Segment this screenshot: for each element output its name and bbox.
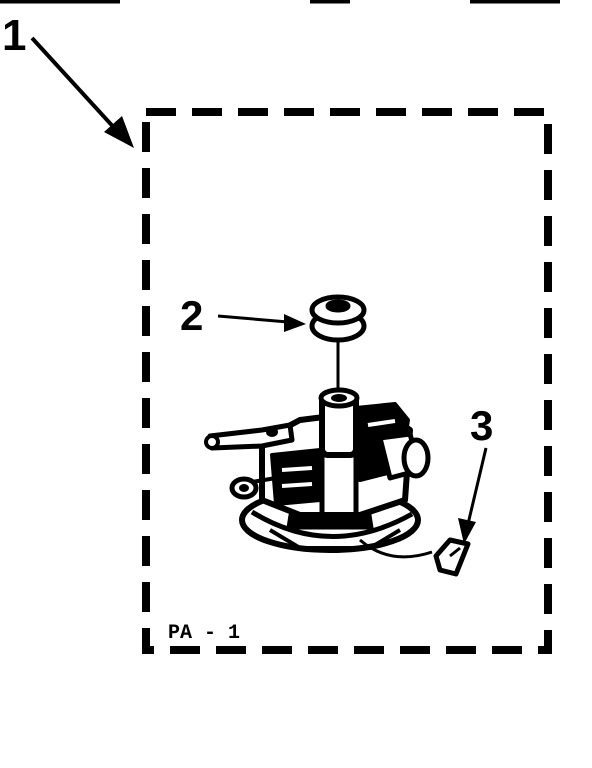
callout-arrow-3: [458, 447, 488, 544]
assembly-boundary-box: [142, 108, 552, 654]
callout-arrow-2: [217, 314, 306, 332]
pulley-drawing: [309, 294, 367, 390]
pump-motor-drawing: [204, 387, 433, 559]
callout-number-1: 1: [2, 11, 26, 60]
callout-number-3: 3: [470, 402, 493, 449]
clip-drawing: [433, 537, 471, 577]
callout-arrow-1: [30, 36, 134, 148]
callout-number-2: 2: [180, 292, 203, 339]
kit-code-label: PA - 1: [168, 622, 240, 645]
